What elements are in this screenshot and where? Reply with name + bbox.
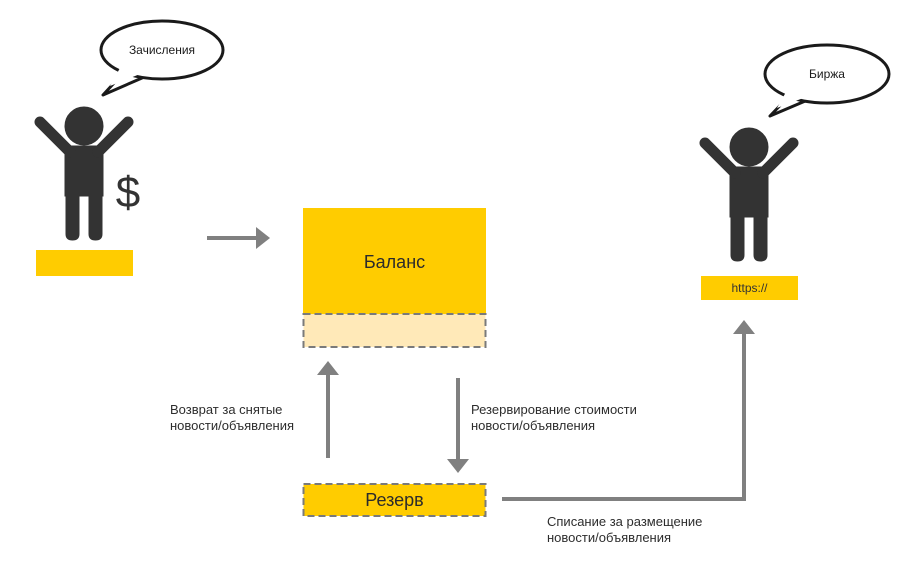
deposit-arrow (207, 227, 270, 249)
left-person-badge (36, 250, 133, 276)
left-speech-bubble (99, 19, 225, 97)
right-person-icon (705, 128, 793, 261)
dollar-symbol: $ (115, 168, 141, 217)
refund-arrow (317, 361, 339, 458)
reserve-cost-label: Резервирование стоимости новости/объявле… (471, 402, 637, 434)
refund-label-line2: новости/объявления (170, 418, 295, 433)
reserve-title: Резерв (365, 490, 424, 510)
left-bubble-text: Зачисления (128, 43, 196, 57)
balance-title: Баланс (363, 252, 426, 272)
reserve-cost-label-line2: новости/объявления (471, 418, 596, 433)
reserve-cost-label-line1: Резервирование стоимости (471, 402, 637, 417)
charge-label: Списание за размещение новости/объявлени… (547, 514, 702, 546)
balance-box (303, 208, 486, 314)
reserve-box (302, 483, 487, 517)
charge-label-line2: новости/объявления (547, 530, 672, 545)
right-person-badge (701, 276, 798, 300)
right-badge-text: https:// (731, 281, 768, 295)
right-speech-bubble (763, 43, 891, 118)
refund-label: Возврат за снятые новости/объявления (170, 402, 294, 434)
reservation-arrow (447, 378, 469, 473)
charge-label-line1: Списание за размещение (547, 514, 703, 529)
right-bubble-text: Биржа (809, 67, 845, 81)
refund-label-line1: Возврат за снятые (170, 402, 283, 417)
balance-reserved-strip (302, 313, 487, 348)
charge-arrow (502, 320, 755, 501)
